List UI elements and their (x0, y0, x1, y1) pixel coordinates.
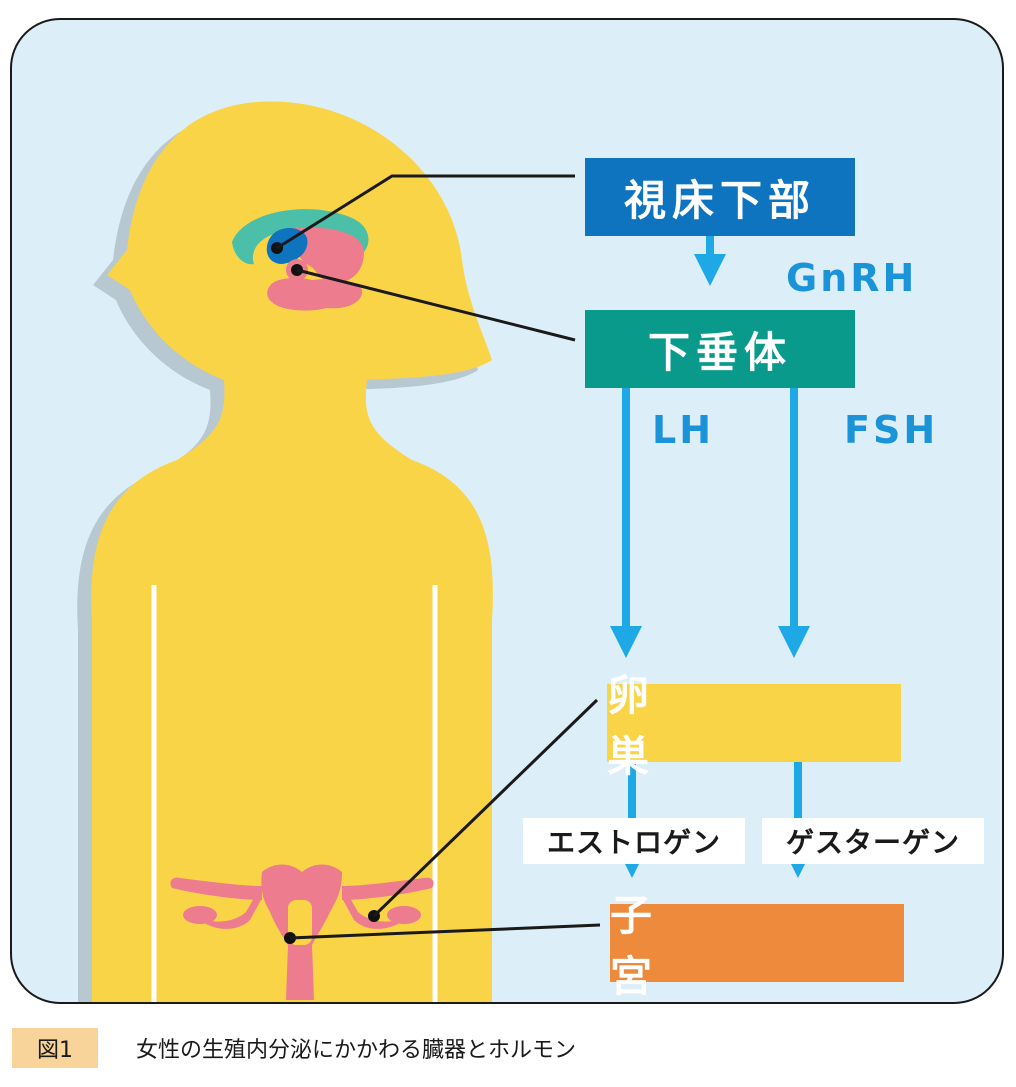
figure-caption: 女性の生殖内分泌にかかわる臓器とホルモン (136, 1038, 577, 1063)
figure-number: 図1 (12, 1028, 98, 1068)
body-silhouette (91, 101, 493, 1002)
figure-caption-row: 図1 女性の生殖内分泌にかかわる臓器とホルモン (12, 1028, 1002, 1068)
fsh-label: FSH (844, 408, 939, 452)
lh-label: LH (652, 408, 715, 452)
hypothalamus-box: 視床下部 (585, 158, 855, 236)
pituitary-box: 下垂体 (585, 310, 855, 388)
leader-lines (276, 174, 601, 940)
uterus-box: 子 宮 (610, 891, 904, 1001)
diagram-drawing (77, 101, 814, 1002)
diagram-panel: 視床下部 下垂体 卵 巣 子 宮 GnRH LH FSH エストロゲン ゲスター… (10, 18, 1004, 1004)
gestagen-label: ゲスターゲン (762, 818, 984, 864)
ovary-box: 卵 巣 (607, 671, 901, 781)
estrogen-label: エストロゲン (523, 818, 745, 864)
gnrh-label: GnRH (786, 256, 918, 300)
